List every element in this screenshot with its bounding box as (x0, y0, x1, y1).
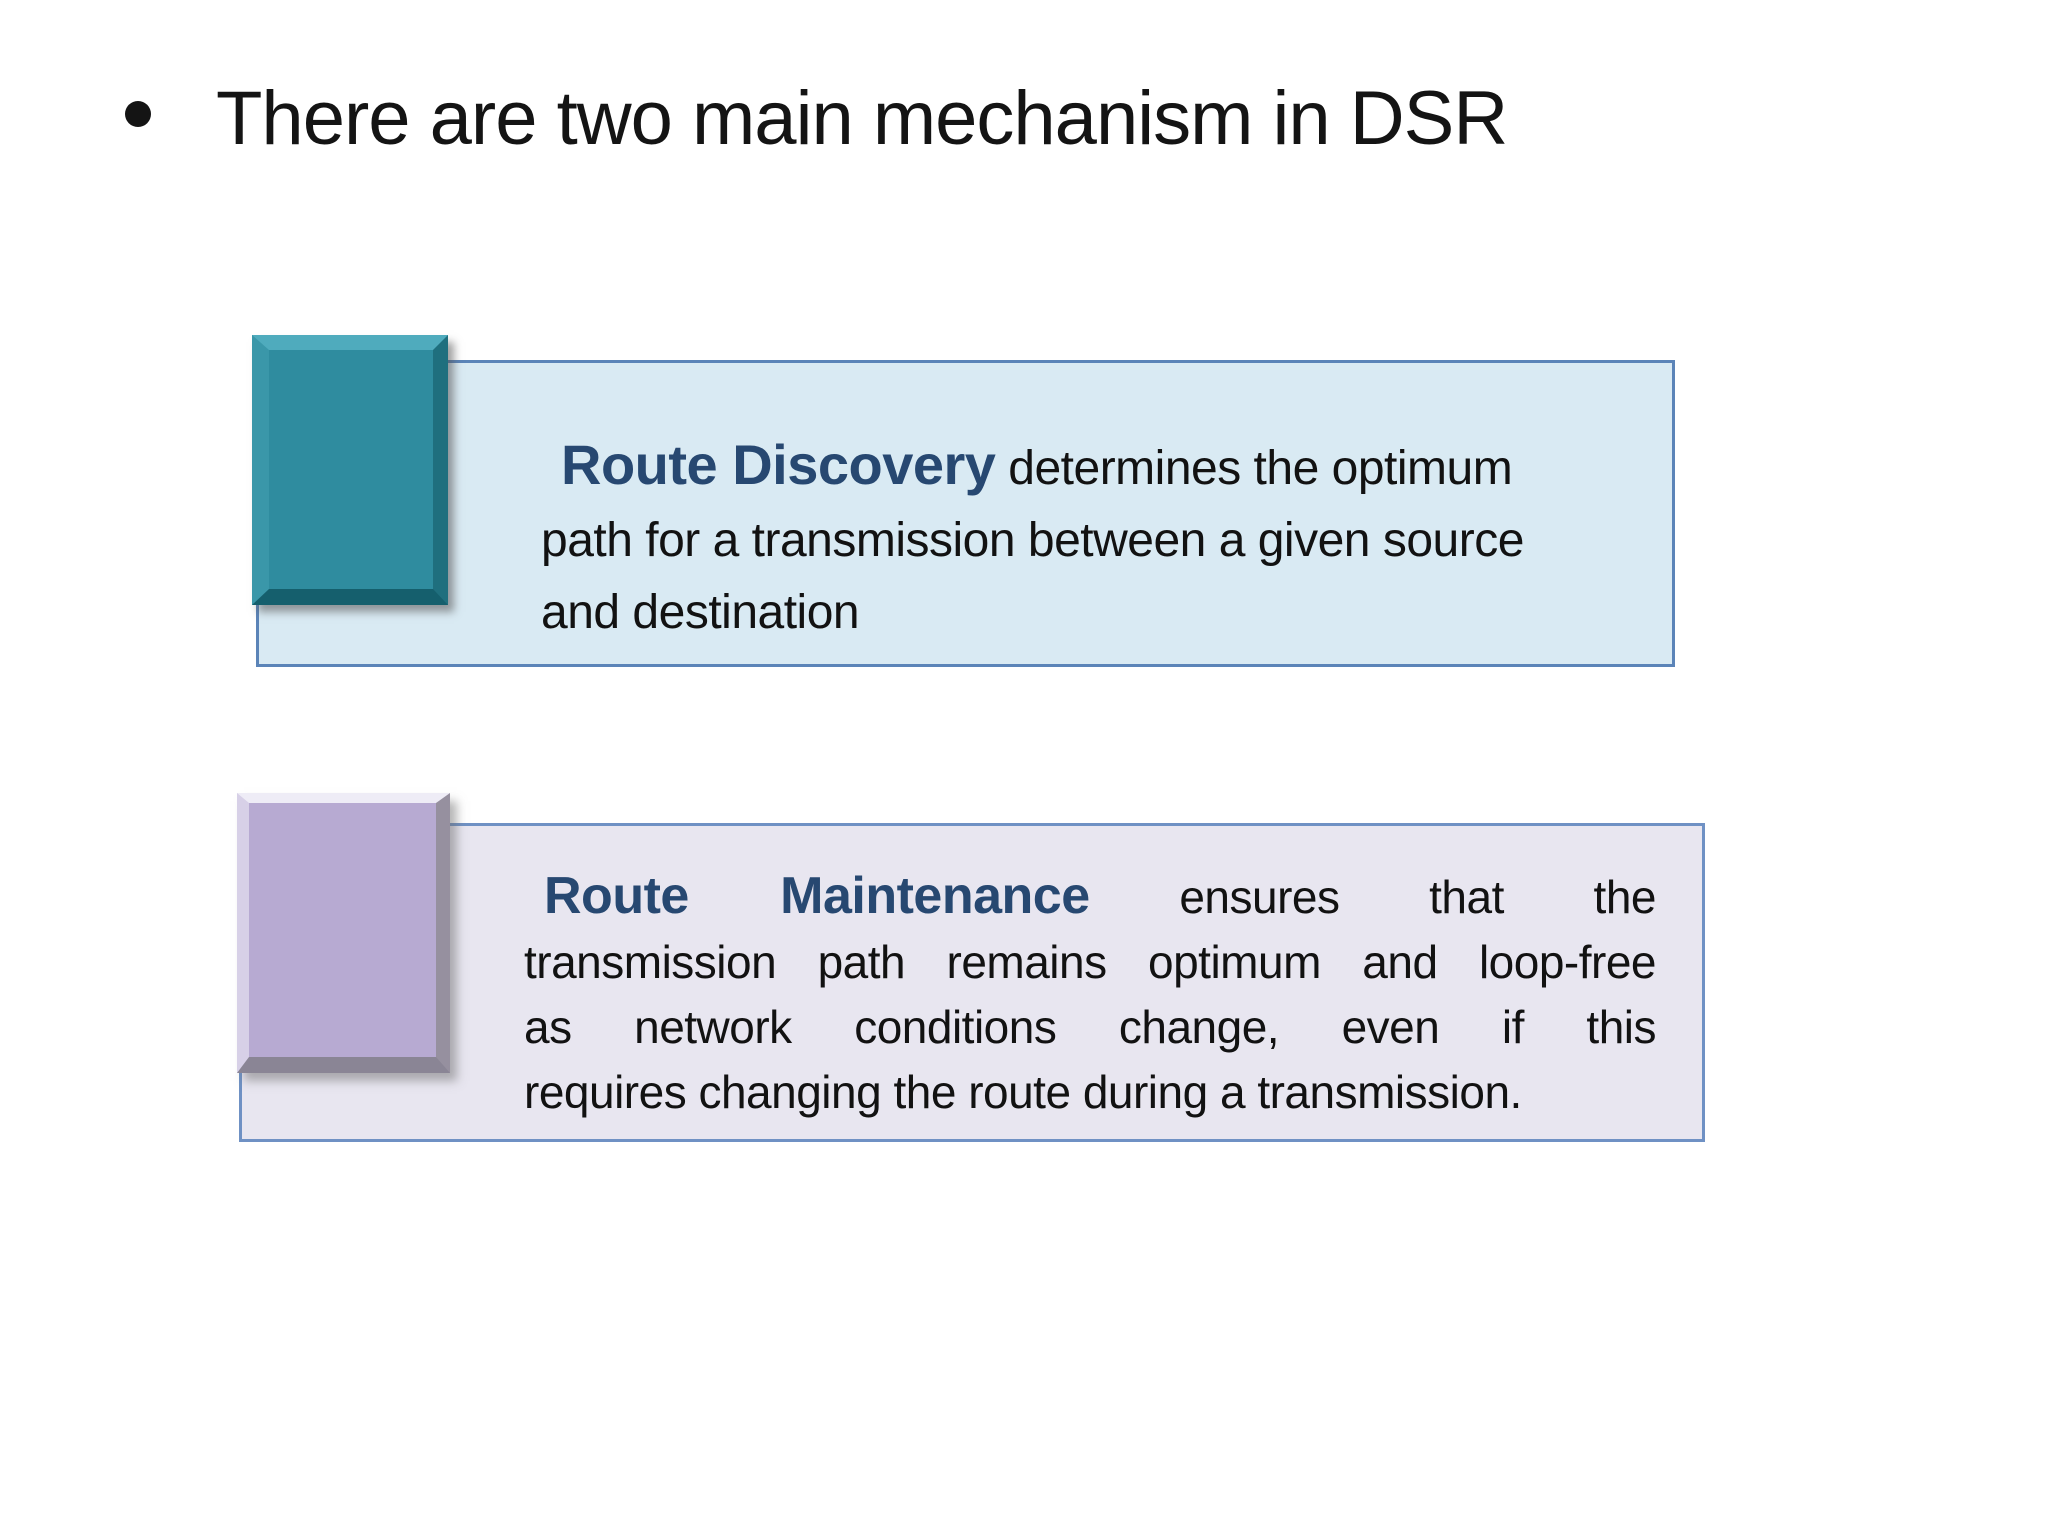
text-line: and destination (541, 577, 1584, 649)
route-maintenance-text: Route Maintenance ensures that the transm… (524, 864, 1657, 1125)
route-discovery-text: Route Discovery determines the optimum pa… (541, 429, 1584, 649)
slide-title: There are two main mechanism in DSR (216, 76, 1508, 161)
text-line: path for a transmission between a given … (541, 505, 1584, 577)
text-line: transmission path remains optimum and lo… (524, 930, 1657, 995)
body-run: transmission path remains optimum and lo… (524, 936, 1657, 988)
text-line: Route Maintenance ensures that the (524, 864, 1657, 930)
route-maintenance-panel: Route Maintenance ensures that the transm… (239, 823, 1705, 1142)
heading-run: Route Discovery (561, 433, 996, 496)
text-line: Route Discovery determines the optimum (541, 429, 1584, 505)
heading-run: Route Maintenance (544, 867, 1090, 925)
body-run: determines the optimum (995, 442, 1513, 495)
text-line: requires changing the route during a tra… (524, 1060, 1656, 1125)
lavender-3d-rectangle-icon (237, 793, 450, 1073)
body-run: requires changing the route during a tra… (524, 1066, 1522, 1118)
body-run: and destination (541, 586, 860, 639)
route-discovery-panel: Route Discovery determines the optimum pa… (256, 360, 1675, 667)
body-run: as network conditions change, even if th… (524, 1001, 1657, 1053)
body-run: path for a transmission between a given … (541, 514, 1524, 567)
teal-3d-rectangle-icon (252, 335, 448, 605)
body-run: ensures that the (1089, 871, 1656, 923)
text-line: as network conditions change, even if th… (524, 995, 1657, 1060)
bullet-icon (125, 101, 151, 127)
